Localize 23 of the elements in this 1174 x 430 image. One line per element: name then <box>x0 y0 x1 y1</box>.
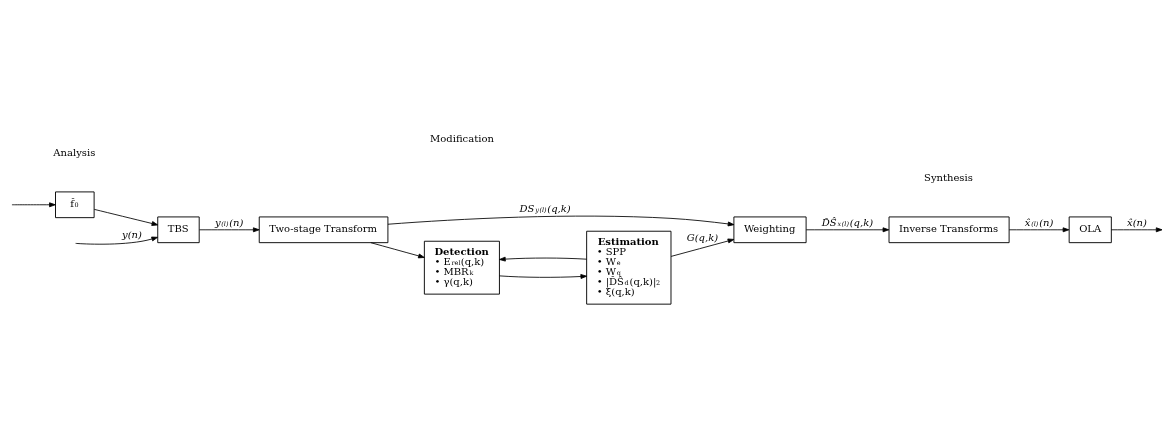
node-box: OLA <box>1068 215 1112 243</box>
arrow <box>199 226 260 232</box>
arrow <box>670 238 735 257</box>
label: Analysis <box>53 146 96 158</box>
arrow <box>805 226 890 232</box>
arrow <box>370 241 425 258</box>
arrow <box>499 256 588 262</box>
arrow <box>93 208 159 226</box>
label: Modification <box>430 132 494 144</box>
label: Synthesis <box>924 171 973 183</box>
arrow <box>1110 226 1163 232</box>
arrow <box>75 236 158 245</box>
node-box: Weighting <box>733 215 807 243</box>
edge-label: y(n) <box>121 228 142 240</box>
node-box: Inverse Transforms <box>888 215 1010 243</box>
edge-label: x̂(n) <box>1127 216 1147 228</box>
arrow <box>499 273 588 279</box>
arrow <box>11 201 56 207</box>
node-box: Two-stage Transform <box>258 215 389 243</box>
edge-label: G(q,k) <box>686 231 719 243</box>
arrow <box>387 215 735 226</box>
arrow <box>1008 226 1070 232</box>
node-box: TBS <box>157 215 200 243</box>
